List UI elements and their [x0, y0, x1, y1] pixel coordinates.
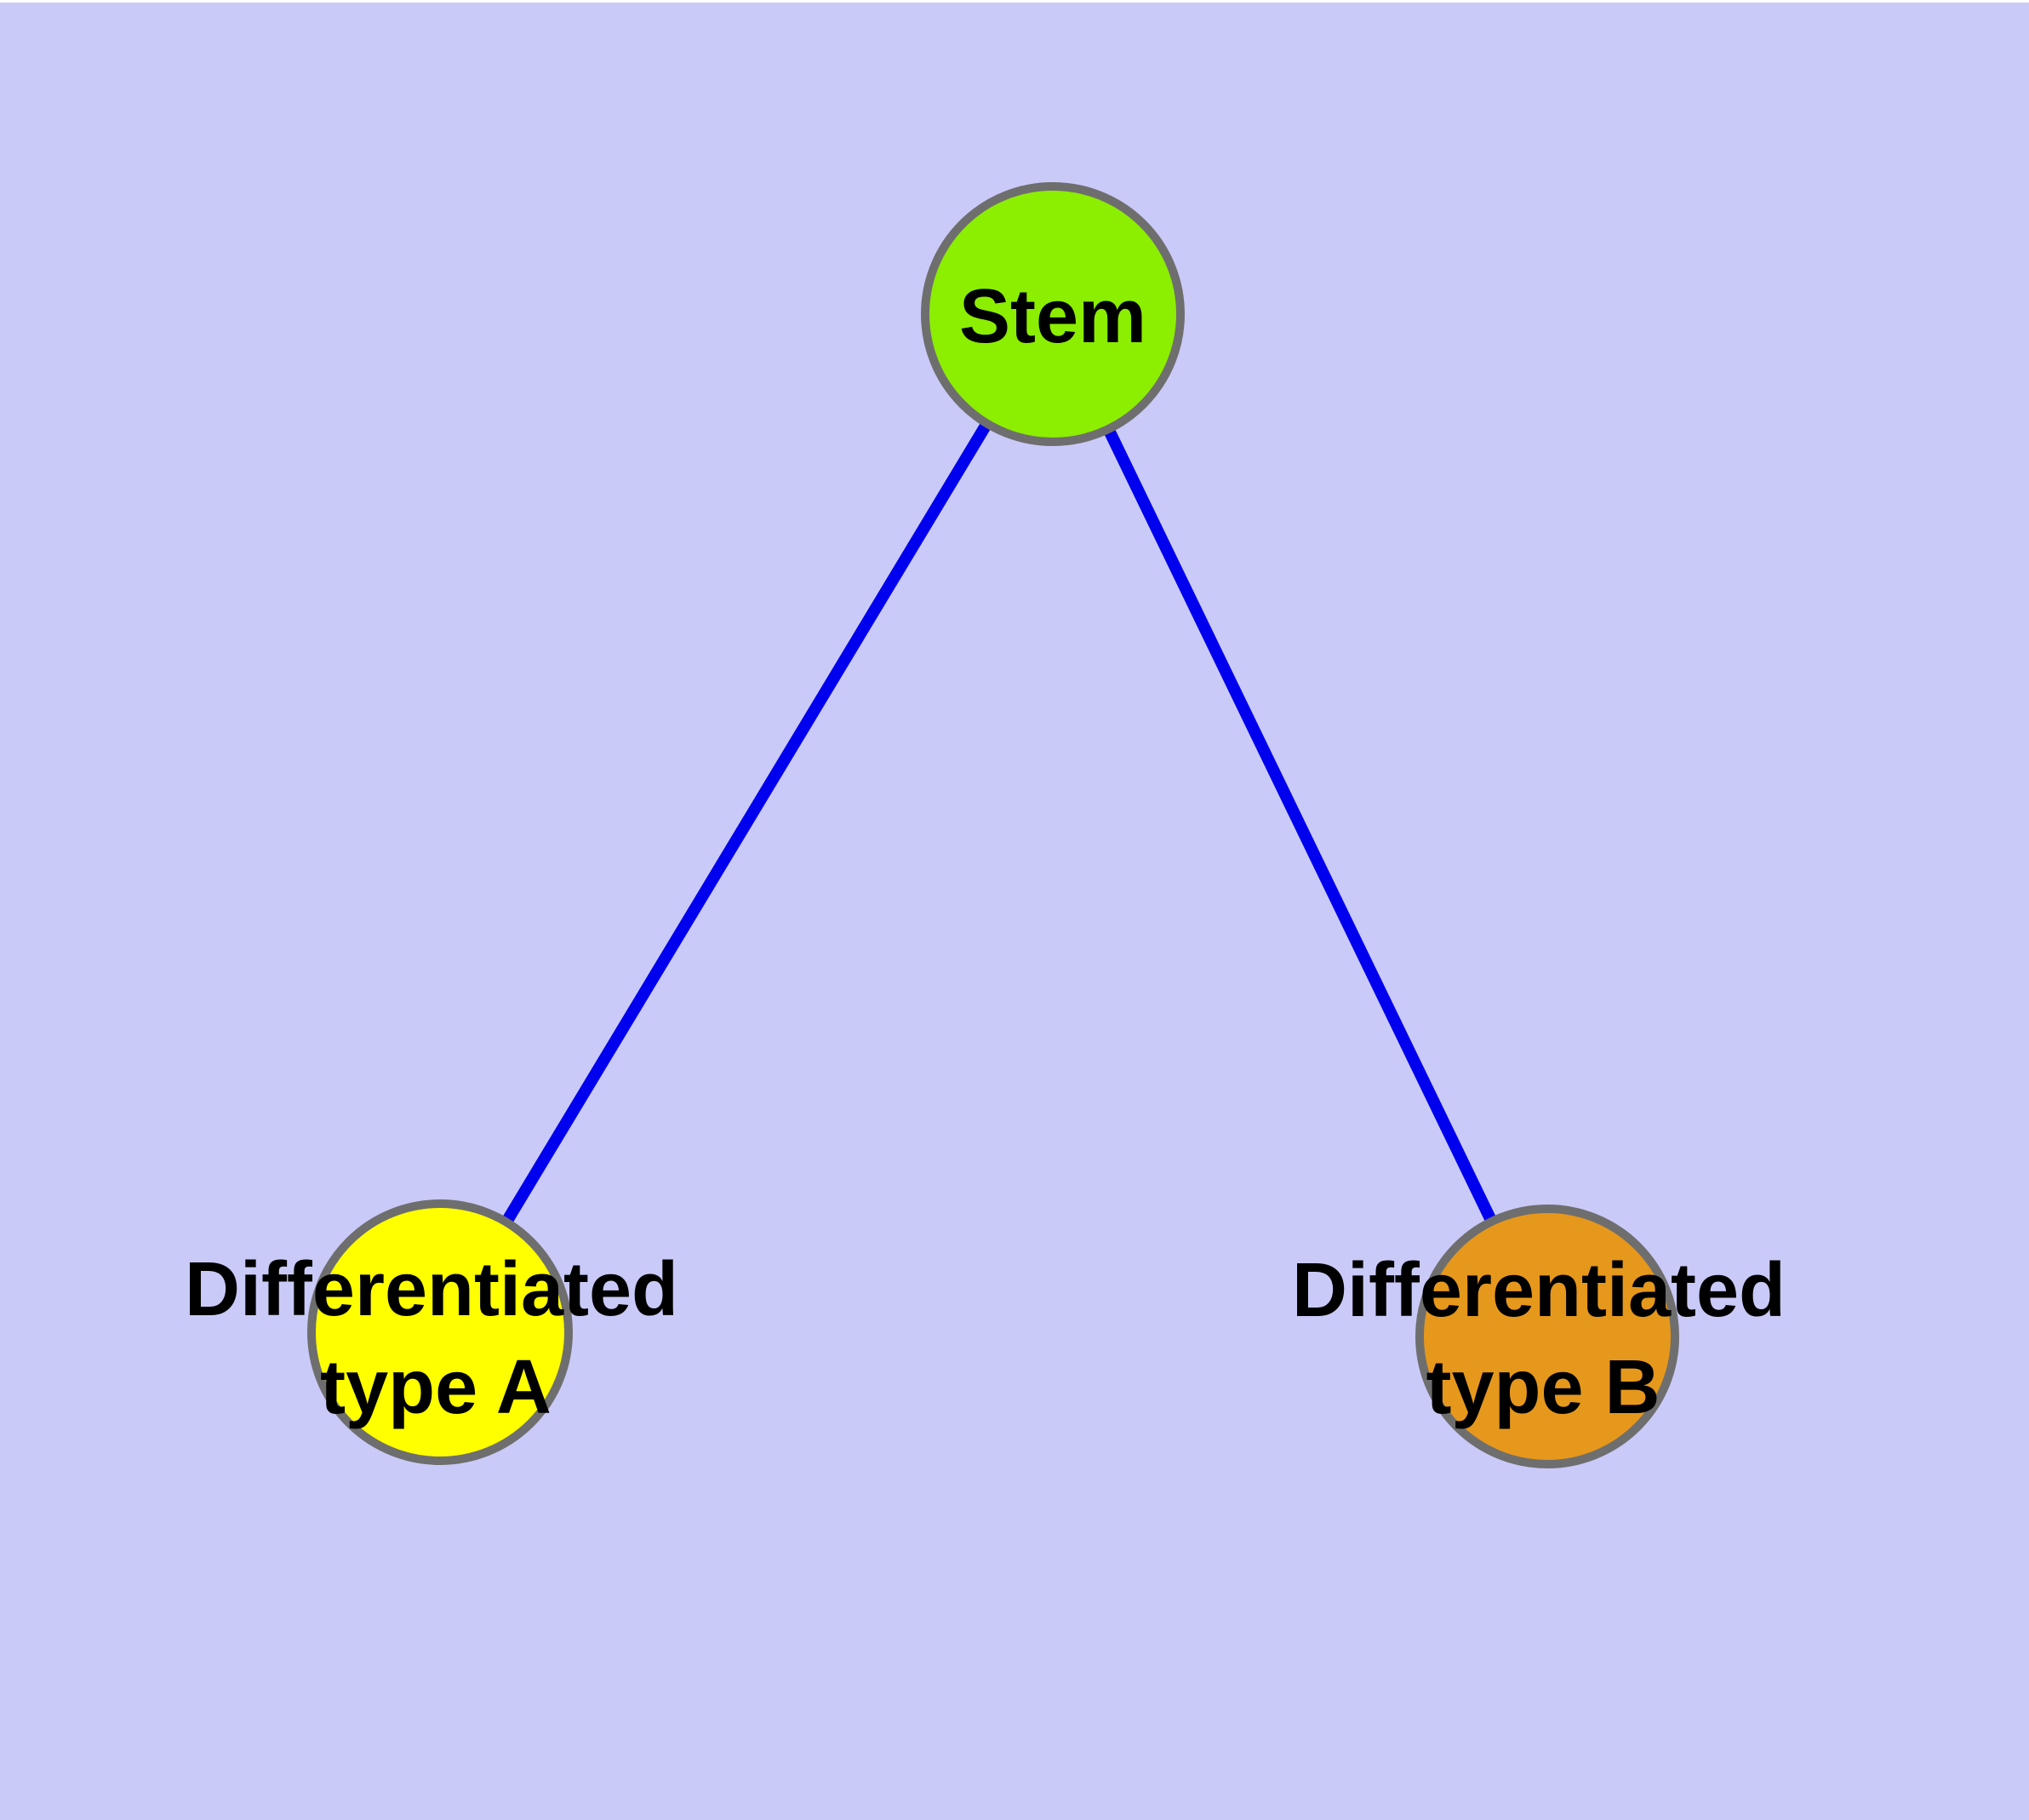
node-type-a-label-line2: type A	[320, 1345, 552, 1430]
node-stem-label: Stem	[959, 274, 1146, 359]
node-stem	[921, 182, 1185, 446]
window-top-edge	[0, 0, 2029, 3]
node-differentiated-type-a	[307, 1199, 573, 1465]
node-type-b-label-line1: Differentiated	[1292, 1248, 1786, 1333]
node-differentiated-type-b	[1415, 1205, 1679, 1468]
node-type-a-label-line1: Differentiated	[185, 1247, 678, 1332]
node-type-b-label-line2: type B	[1426, 1345, 1660, 1430]
edge-stem-to-type-a	[435, 311, 1058, 1336]
edge-stem-to-type-b	[1047, 311, 1553, 1340]
